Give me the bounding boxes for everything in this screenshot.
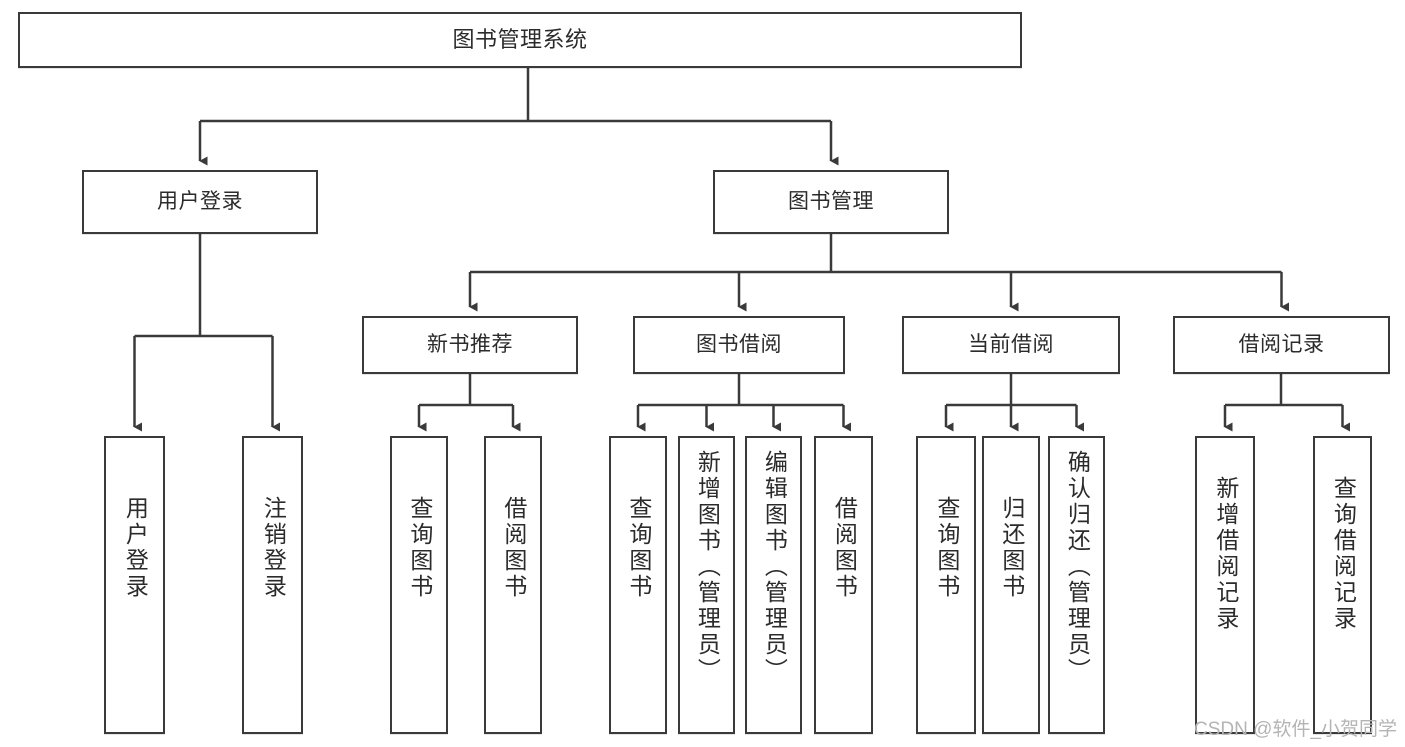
node-label: 借阅图书 bbox=[831, 496, 858, 600]
node-label: 查询图书 bbox=[933, 496, 960, 600]
node-label: 用户登录 bbox=[157, 190, 243, 214]
node-leaf7[interactable]: 编辑图书（管理员） bbox=[745, 436, 802, 734]
node-leaf5[interactable]: 查询图书 bbox=[609, 436, 667, 734]
node-records[interactable]: 借阅记录 bbox=[1173, 316, 1390, 374]
node-label: 编辑图书（管理员） bbox=[761, 450, 788, 684]
node-current[interactable]: 当前借阅 bbox=[902, 316, 1120, 374]
node-label: 当前借阅 bbox=[968, 333, 1054, 357]
watermark-text: CSDN @软件_小贺同学 bbox=[1194, 719, 1397, 740]
node-borrow[interactable]: 图书借阅 bbox=[633, 316, 845, 374]
node-label: 借阅图书 bbox=[500, 496, 527, 600]
node-label: 新增借阅记录 bbox=[1212, 476, 1239, 632]
node-label: 新增图书（管理员） bbox=[694, 450, 721, 684]
node-label: 借阅记录 bbox=[1238, 333, 1325, 357]
node-label: 图书管理系统 bbox=[452, 26, 588, 52]
node-login[interactable]: 用户登录 bbox=[82, 170, 318, 234]
node-newbook[interactable]: 新书推荐 bbox=[362, 316, 578, 374]
node-label: 归还图书 bbox=[998, 496, 1025, 600]
node-leaf4[interactable]: 借阅图书 bbox=[484, 436, 542, 734]
node-leaf11[interactable]: 确认归还（管理员） bbox=[1048, 436, 1105, 734]
node-label: 查询图书 bbox=[625, 496, 652, 600]
node-leaf6[interactable]: 新增图书（管理员） bbox=[678, 436, 735, 734]
node-leaf2[interactable]: 注销登录 bbox=[242, 436, 303, 734]
node-label: 查询图书 bbox=[406, 496, 433, 600]
node-leaf13[interactable]: 查询借阅记录 bbox=[1313, 436, 1372, 734]
node-label: 图书管理 bbox=[788, 190, 874, 214]
node-root[interactable]: 图书管理系统 bbox=[18, 12, 1022, 68]
node-leaf8[interactable]: 借阅图书 bbox=[814, 436, 873, 734]
node-label: 注销登录 bbox=[260, 496, 287, 600]
node-leaf10[interactable]: 归还图书 bbox=[982, 436, 1040, 734]
node-leaf9[interactable]: 查询图书 bbox=[916, 436, 976, 734]
node-leaf3[interactable]: 查询图书 bbox=[390, 436, 448, 734]
node-leaf12[interactable]: 新增借阅记录 bbox=[1195, 436, 1255, 734]
node-label: 图书借阅 bbox=[696, 333, 782, 357]
node-bookmgmt[interactable]: 图书管理 bbox=[713, 170, 949, 234]
node-leaf1[interactable]: 用户登录 bbox=[104, 436, 165, 734]
node-label: 确认归还（管理员） bbox=[1064, 450, 1091, 684]
node-label: 新书推荐 bbox=[427, 333, 513, 357]
node-label: 用户登录 bbox=[122, 496, 149, 600]
node-label: 查询借阅记录 bbox=[1330, 476, 1357, 632]
